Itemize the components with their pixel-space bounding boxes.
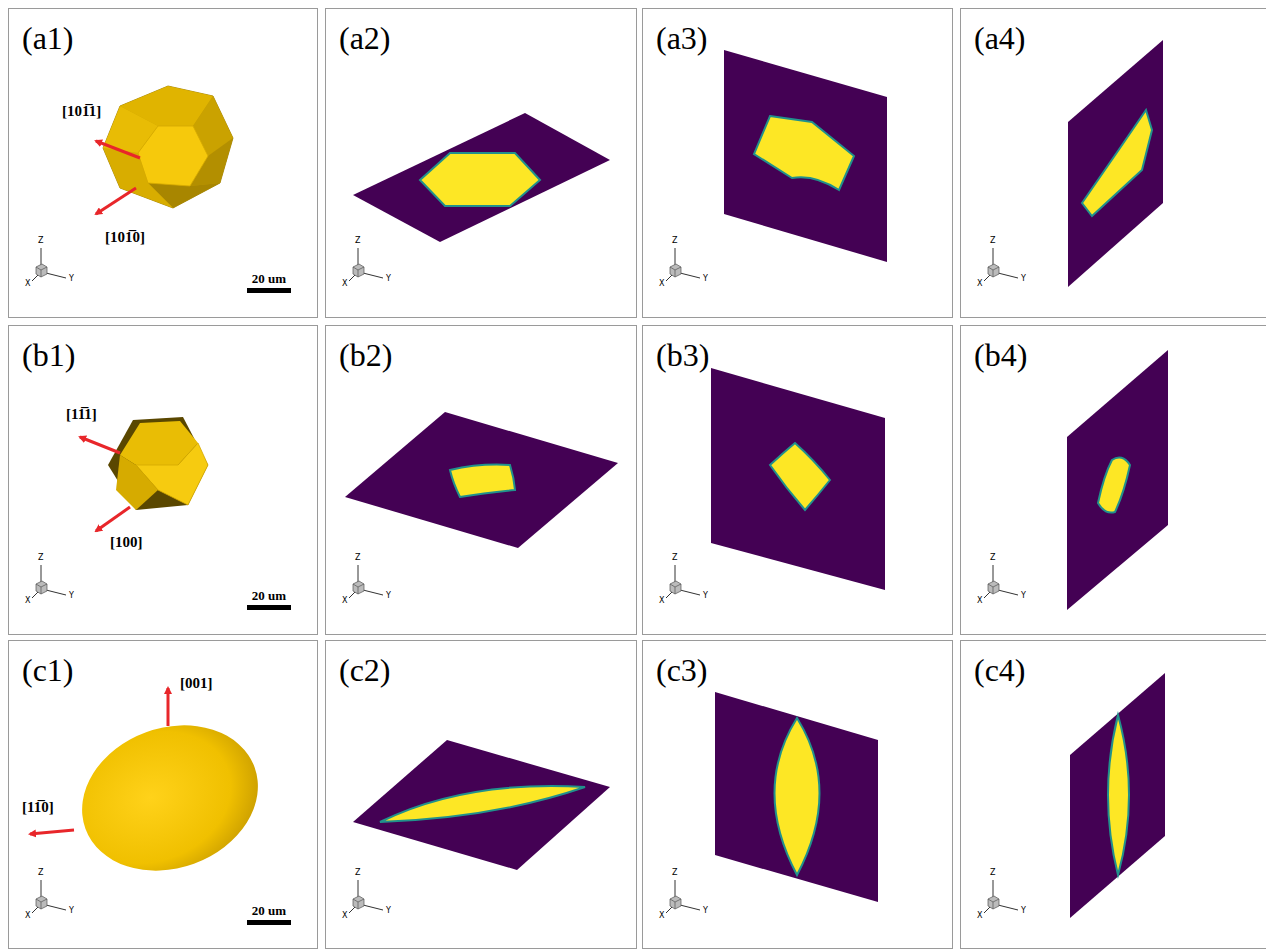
axis-label: Y — [703, 275, 708, 283]
panel-label: (c1) — [22, 654, 74, 686]
axis-label: Y — [1021, 907, 1026, 915]
axis-label: Y — [386, 592, 391, 600]
axis-label: X — [977, 280, 982, 288]
axis-label: Y — [1021, 592, 1026, 600]
axis-label: Y — [386, 907, 391, 915]
panel-label: (b2) — [339, 339, 392, 371]
axis-label: Y — [703, 592, 708, 600]
scale-label: 20 um — [252, 904, 286, 917]
direction-label: [101̅0] — [105, 230, 145, 245]
panel-label: (b1) — [22, 339, 75, 371]
scale-label: 20 um — [252, 272, 286, 285]
axis-label: Z — [990, 869, 995, 877]
panel-label: (a2) — [339, 22, 391, 54]
axis-label: X — [659, 597, 664, 605]
direction-label: [101̅1] — [62, 104, 101, 119]
panel-label: (c2) — [339, 654, 391, 686]
axis-label: X — [25, 912, 30, 920]
axis-label: Z — [672, 554, 677, 562]
direction-label: [100] — [110, 535, 143, 550]
panel-label: (a3) — [656, 22, 708, 54]
axis-label: Z — [355, 554, 360, 562]
axis-label: Z — [38, 237, 43, 245]
axis-label: X — [977, 597, 982, 605]
panel-label: (a1) — [22, 22, 74, 54]
direction-label: [001] — [180, 676, 213, 691]
axis-label: X — [342, 912, 347, 920]
axis-label: Y — [69, 592, 74, 600]
axis-label: Y — [386, 275, 391, 283]
axis-label: Z — [672, 869, 677, 877]
axis-label: Y — [703, 907, 708, 915]
direction-label: [11̅0] — [22, 800, 54, 815]
axis-label: X — [342, 597, 347, 605]
axis-label: Z — [990, 237, 995, 245]
axis-label: Y — [1021, 275, 1026, 283]
panel-label: (c3) — [656, 654, 708, 686]
axis-label: Z — [38, 554, 43, 562]
axis-label: Y — [69, 907, 74, 915]
panel-label: (b4) — [974, 339, 1027, 371]
axis-label: Z — [990, 554, 995, 562]
axis-label: Z — [355, 237, 360, 245]
axis-label: Z — [672, 237, 677, 245]
axis-label: X — [342, 280, 347, 288]
axis-label: X — [659, 280, 664, 288]
panel-label: (c4) — [974, 654, 1026, 686]
scale-label: 20 um — [252, 589, 286, 602]
axis-label: X — [977, 912, 982, 920]
panel-label: (a4) — [974, 22, 1026, 54]
axis-label: X — [25, 280, 30, 288]
panel-label: (b3) — [656, 339, 709, 371]
axis-label: X — [25, 597, 30, 605]
axis-label: Y — [69, 275, 74, 283]
direction-label: [11̅1] — [66, 407, 97, 422]
axis-label: Z — [38, 869, 43, 877]
axis-label: Z — [355, 869, 360, 877]
axis-label: X — [659, 912, 664, 920]
